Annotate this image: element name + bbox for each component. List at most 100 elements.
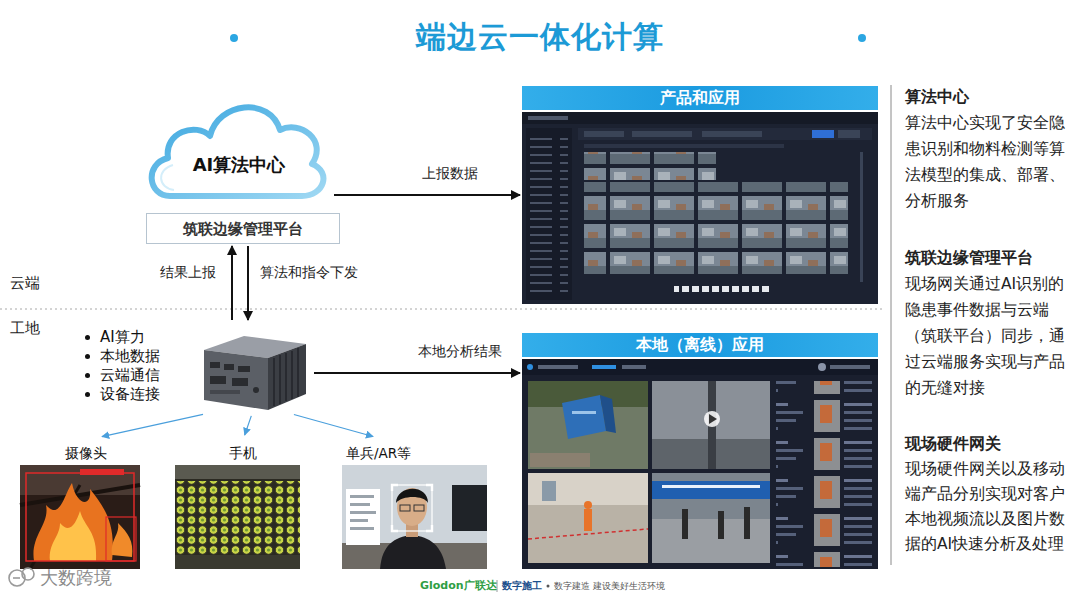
- decor-circle: [547, 585, 550, 588]
- decor-rect: [578, 128, 872, 140]
- decor-rect: [572, 411, 596, 414]
- decor-path: [33, 483, 112, 561]
- decor-g: [20, 465, 140, 569]
- decor-rect: [232, 378, 248, 386]
- panel-title: 本地（离线）应用: [636, 334, 764, 356]
- sidebar-body: 算法中心实现了安全隐患识别和物料检测等算法模型的集成、部署、分析服务: [905, 110, 1073, 214]
- decor-line: [273, 358, 275, 406]
- zone-label: 云端: [10, 273, 40, 293]
- decor-rect: [744, 507, 750, 539]
- decor-rect: [538, 365, 578, 369]
- decor-circle: [527, 364, 533, 370]
- decor-line: [866, 37, 1032, 39]
- decor-rect: [530, 132, 568, 296]
- decor-rect: [210, 376, 226, 384]
- bullet-dot: [85, 354, 90, 359]
- decor-rect: [674, 286, 772, 292]
- bullet-text: 设备连接: [100, 385, 160, 404]
- offline-panel: 本地（离线）应用: [522, 333, 878, 569]
- decor-rect: [392, 485, 432, 531]
- decor-g: [175, 465, 300, 569]
- decor-circle: [22, 568, 34, 580]
- decor-path: [112, 523, 133, 557]
- connector-arrow: [294, 415, 373, 437]
- bullet-dot: [85, 392, 90, 397]
- connector-arrow: [231, 246, 233, 320]
- decor-rect: [812, 130, 834, 138]
- decor-ellipse: [397, 488, 427, 526]
- cloud-node: AI算法中心: [140, 84, 332, 209]
- decor-path: [380, 535, 446, 569]
- decor-rect: [175, 465, 300, 569]
- source-label: 单兵/AR等: [340, 443, 500, 463]
- panel-title: 产品和应用: [660, 87, 740, 109]
- edge-label: 上报数据: [420, 164, 480, 182]
- decor-rect: [522, 359, 878, 569]
- decor-rect: [838, 130, 860, 138]
- decor-rect: [175, 555, 300, 569]
- bullet-row: 本地数据: [85, 347, 190, 366]
- decor-g: [522, 112, 878, 304]
- decor-circle: [858, 34, 866, 42]
- decor-circle: [230, 34, 238, 42]
- decor-rect: [106, 517, 136, 561]
- camera-source: 摄像头: [18, 437, 154, 570]
- footer-slogan: 数字施工: [502, 579, 542, 593]
- decor-rect: [662, 485, 760, 488]
- panel-header: 产品和应用: [522, 86, 878, 110]
- decor-rect: [860, 152, 863, 282]
- sidebar-heading: 筑联边缘管理平台: [905, 246, 1075, 270]
- decor-rect: [175, 481, 300, 555]
- decor-rect: [776, 381, 872, 567]
- decor-line: [497, 580, 498, 592]
- decor-rect: [20, 465, 140, 495]
- decor-line: [48, 37, 230, 39]
- ar-source: 单兵/AR等: [340, 437, 500, 570]
- cloud-label: AI算法中心: [160, 154, 318, 176]
- edge-label: 结果上报: [158, 263, 218, 281]
- decor-rect: [632, 131, 692, 137]
- decor-rect: [652, 381, 770, 469]
- decor-rect: [830, 365, 870, 369]
- decor-circle: [704, 411, 720, 427]
- decor-path: [13, 577, 20, 579]
- decor-rect: [592, 365, 616, 369]
- decor-rect: [528, 116, 568, 120]
- decor-path: [396, 489, 428, 503]
- decor-path: [392, 485, 432, 531]
- decor-g: [522, 359, 878, 569]
- bullet-row: AI算力: [85, 328, 190, 347]
- bullet-list: AI算力本地数据云端通信设备连接: [85, 328, 190, 404]
- decor-rect: [584, 509, 592, 531]
- decor-g: [274, 348, 298, 406]
- decor-line: [285, 353, 287, 401]
- decor-rect: [224, 364, 234, 370]
- decor-circle: [253, 387, 259, 393]
- edge-label: 算法和指令下发: [258, 263, 360, 281]
- connector-arrow: [334, 194, 520, 196]
- decor-rect: [526, 128, 572, 300]
- decor-rect: [528, 381, 648, 469]
- sidebar-heading: 现场硬件网关: [905, 432, 1075, 456]
- bullet-dot: [85, 335, 90, 340]
- panel-header: 本地（离线）应用: [522, 333, 878, 357]
- decor-g: [342, 465, 487, 569]
- decor-line: [0, 309, 882, 310]
- decor-rect: [528, 473, 648, 505]
- decor-g: [204, 336, 306, 410]
- decor-line: [297, 348, 299, 397]
- decor-rect: [80, 469, 124, 475]
- decor-rect: [350, 519, 368, 522]
- decor-polygon: [562, 395, 606, 439]
- bullet-text: AI算力: [100, 328, 145, 347]
- decor-rect: [210, 362, 220, 368]
- decor-g: [9, 568, 34, 586]
- source-label: 手机: [172, 443, 314, 463]
- decor-line: [279, 355, 281, 404]
- decor-rect: [542, 481, 556, 501]
- bullet-row: 云端通信: [85, 366, 190, 385]
- decor-rect: [522, 112, 878, 304]
- decor-path: [50, 511, 96, 561]
- bullet-text: 本地数据: [100, 347, 160, 366]
